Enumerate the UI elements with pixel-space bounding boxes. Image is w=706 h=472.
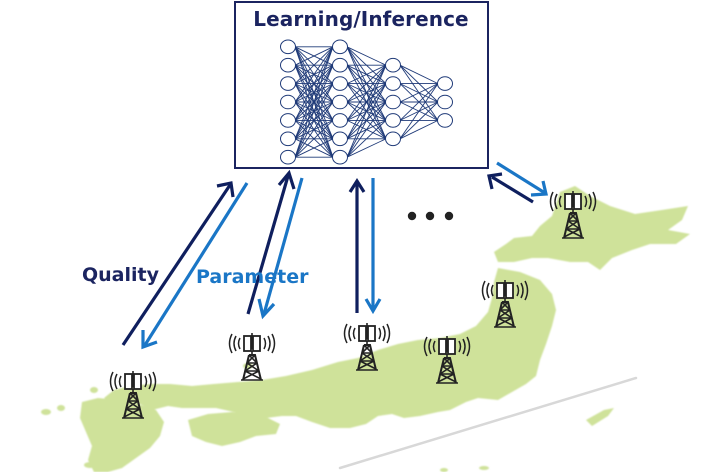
- network-node-layer-3: [385, 113, 401, 128]
- arrow-up-quality-1: [121, 181, 235, 346]
- cell-tower-icon: [343, 323, 391, 371]
- parameter-label: Parameter: [196, 266, 309, 288]
- network-edge: [346, 64, 387, 140]
- network-edge: [294, 83, 334, 158]
- map-island: [107, 457, 113, 467]
- cell-tower-icon: [423, 336, 471, 384]
- cell-tower-icon: [109, 371, 157, 419]
- arrow-up-quality-3: [348, 178, 366, 313]
- network-node-layer-1: [280, 57, 296, 73]
- network-edge: [294, 46, 334, 103]
- base-stations: [109, 191, 597, 419]
- map-island: [479, 466, 489, 470]
- network-edge: [294, 46, 334, 158]
- map-shikoku: [188, 412, 280, 446]
- network-edge: [294, 46, 334, 84]
- network-edge: [294, 120, 334, 158]
- network-edge: [346, 101, 387, 158]
- network-edge: [399, 83, 439, 103]
- network-edge: [294, 46, 334, 66]
- japan-map: [41, 186, 690, 472]
- network-edge: [399, 64, 439, 85]
- cell-tower-icon: [549, 191, 597, 239]
- map-island: [41, 409, 51, 415]
- network-node-layer-2: [332, 76, 348, 91]
- network-node-layer-2: [332, 149, 348, 165]
- network-node-layer-3: [385, 131, 401, 147]
- map-island: [84, 462, 96, 468]
- network-edge: [399, 101, 439, 140]
- network-edge: [346, 83, 387, 158]
- map-kyushu: [80, 398, 164, 472]
- network-edge: [294, 101, 334, 158]
- network-node-layer-2: [332, 94, 348, 110]
- network-node-layer-4: [437, 113, 453, 128]
- cell-tower-icon: [481, 280, 529, 328]
- network-node-layer-1: [280, 39, 296, 55]
- network-node-layer-3: [385, 76, 401, 91]
- network-edge: [346, 64, 387, 85]
- network-node-layer-2: [332, 39, 348, 55]
- network-node-layer-1: [280, 131, 296, 147]
- network-node-layer-1: [280, 76, 296, 91]
- network-node-layer-3: [385, 94, 401, 110]
- network-edge: [346, 65, 387, 158]
- network-node-layer-1: [280, 113, 296, 128]
- network-node-layer-1: [280, 94, 296, 110]
- network-node-layer-4: [437, 76, 453, 91]
- network-edge: [399, 83, 439, 121]
- cell-tower-icon: [228, 333, 276, 381]
- network-node-layer-1: [280, 149, 296, 165]
- network-edge: [346, 64, 387, 121]
- network-edge: [294, 138, 334, 158]
- map-hokkaido: [494, 186, 690, 270]
- sea-boundary-line: [338, 376, 638, 470]
- network-edge: [346, 64, 387, 103]
- network-node-layer-2: [332, 57, 348, 73]
- neural-network: [280, 39, 453, 165]
- arrow-down-parameter-2: [257, 177, 304, 320]
- learning-inference-title: Learning/Inference: [253, 7, 469, 31]
- map-honshu: [104, 268, 556, 428]
- network-edge: [399, 83, 439, 140]
- network-edge: [399, 119, 439, 140]
- communication-arrows: [121, 161, 548, 350]
- network-edge: [346, 120, 387, 158]
- network-edge: [346, 46, 387, 66]
- arrow-down-parameter-4: [496, 161, 548, 197]
- map-island: [90, 387, 98, 393]
- network-edge: [346, 138, 387, 158]
- quality-label: Quality: [82, 264, 159, 286]
- network-edge: [294, 46, 334, 139]
- map-island: [586, 408, 614, 426]
- network-node-layer-2: [332, 113, 348, 128]
- map-island: [57, 405, 65, 411]
- network-node-layer-2: [332, 131, 348, 147]
- more-stations-ellipsis: [407, 211, 454, 221]
- network-connections: [294, 46, 439, 158]
- network-node-layer-3: [385, 57, 401, 73]
- arrow-down-parameter-1: [141, 182, 249, 350]
- network-edge: [294, 65, 334, 158]
- arrow-up-quality-2: [246, 169, 296, 315]
- map-island: [440, 468, 448, 472]
- network-edge: [294, 46, 334, 121]
- arrow-down-parameter-3: [364, 178, 382, 315]
- arrow-up-quality-4: [487, 172, 534, 204]
- network-node-layer-4: [437, 94, 453, 110]
